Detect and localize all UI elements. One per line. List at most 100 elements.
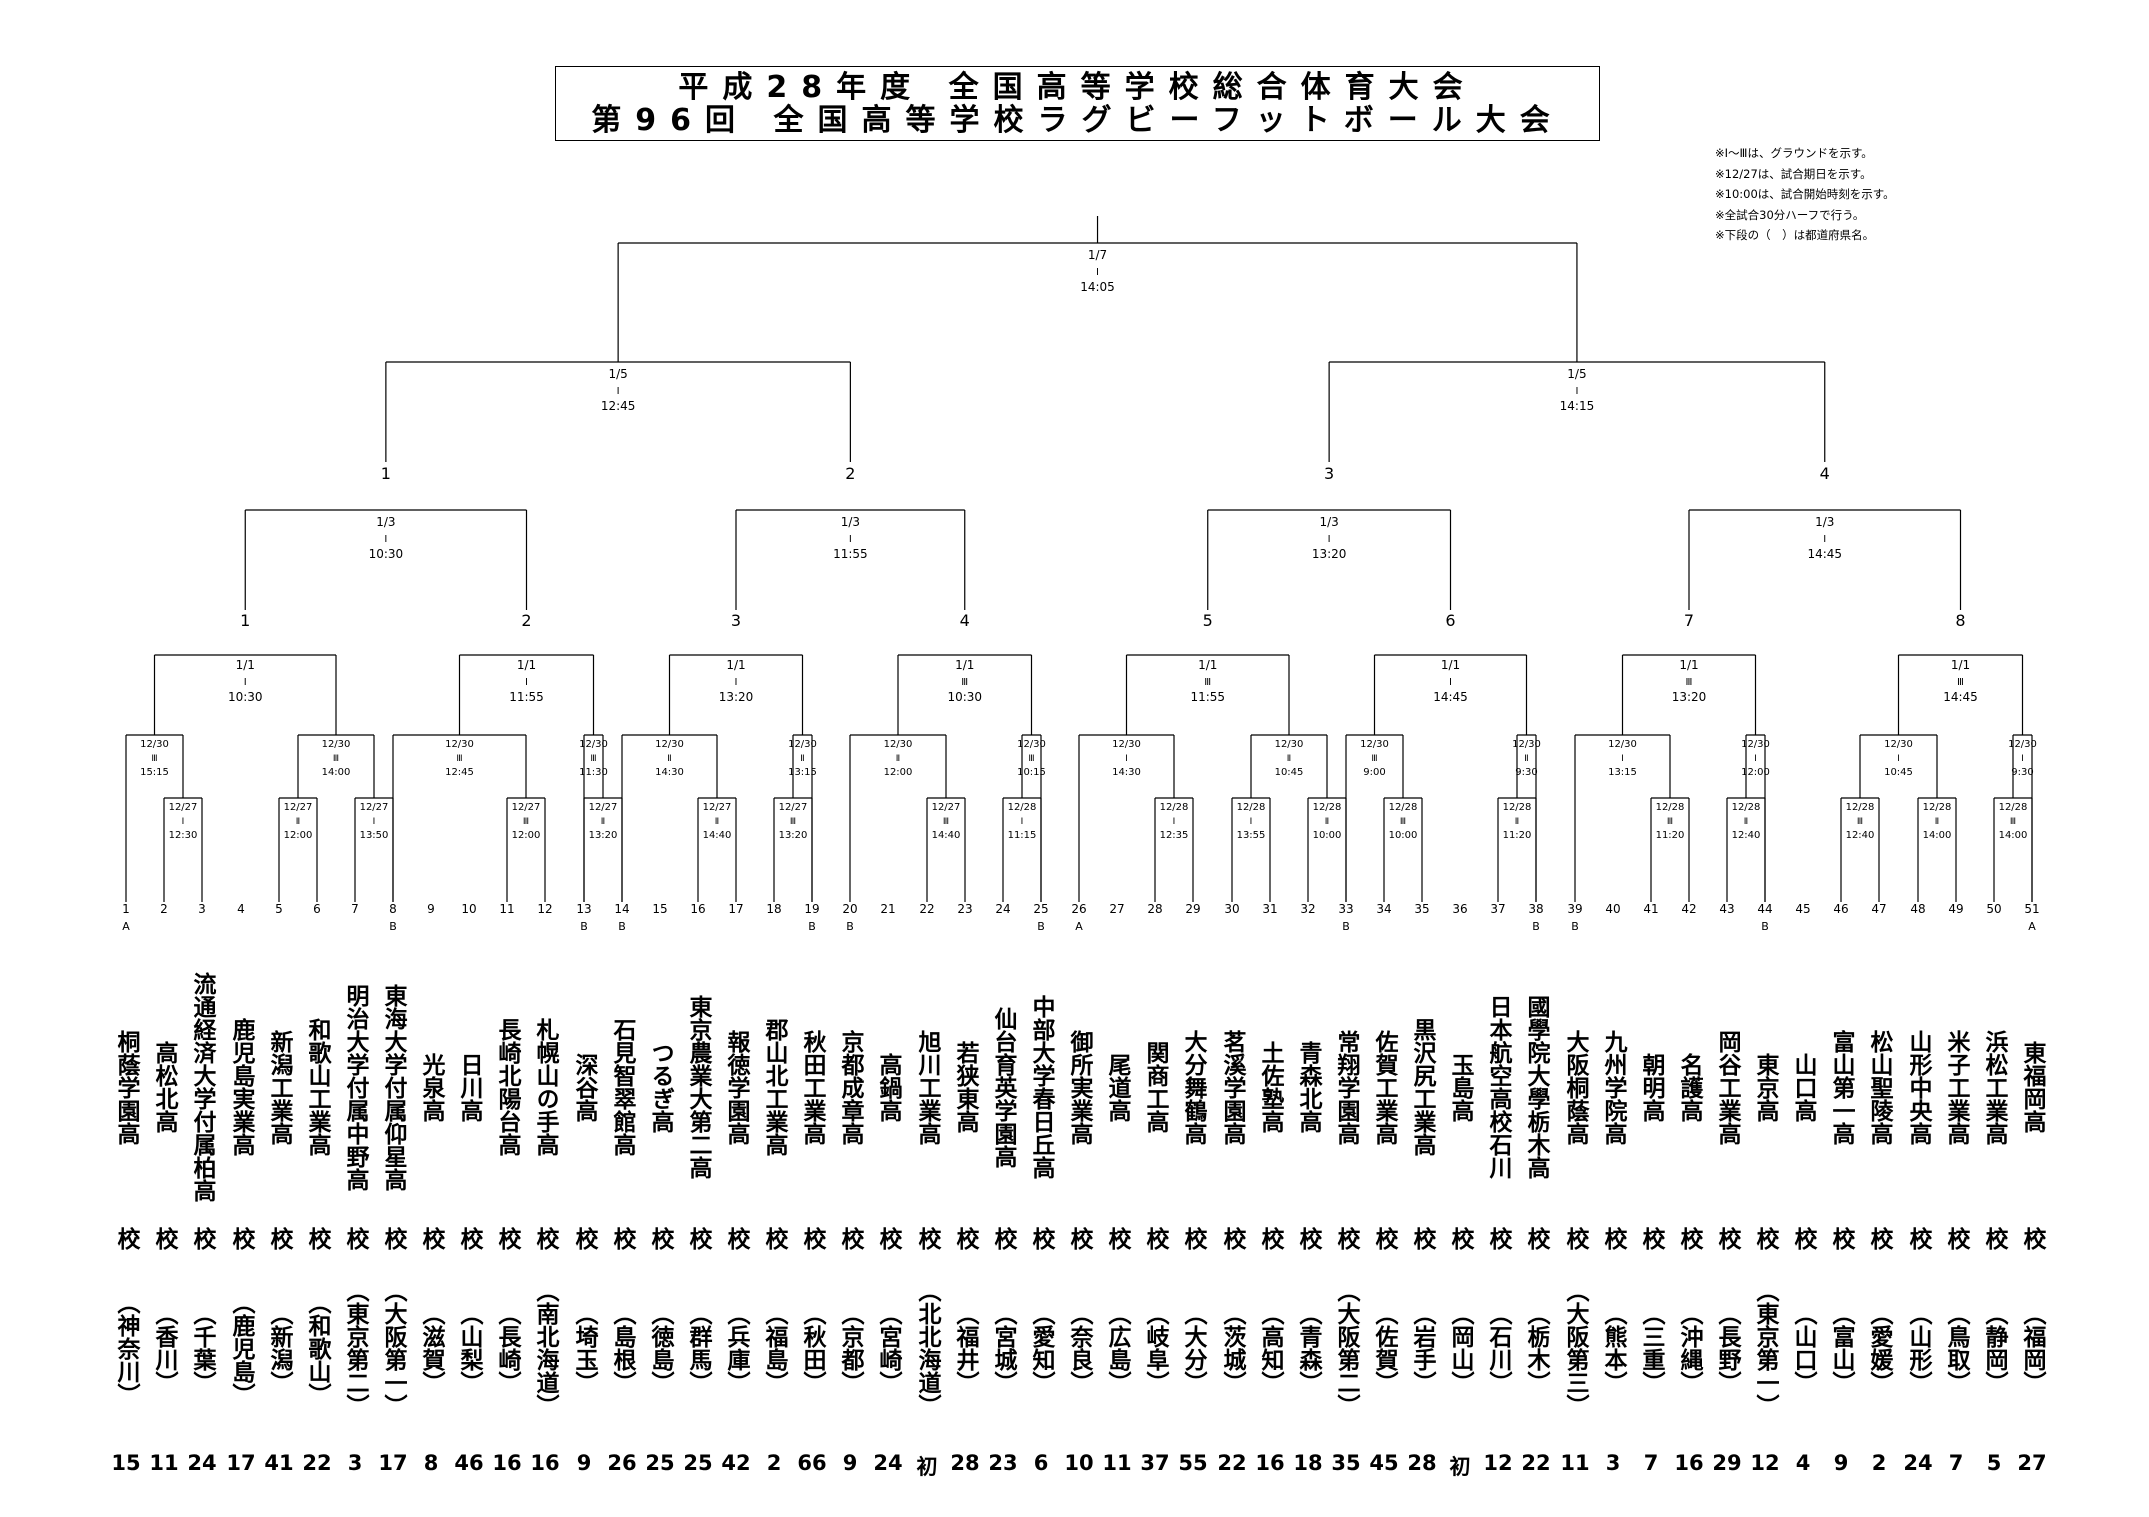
school-suffix: 校 [571, 1226, 597, 1250]
round3-match-time: 14:45 [1943, 690, 1978, 704]
team-number: 2 [160, 902, 168, 916]
round1-match-date: 12/28 [1389, 802, 1418, 813]
round2-match-time: 9:30 [1515, 767, 1537, 778]
team-number: 9 [427, 902, 435, 916]
round2-match-date: 12/30 [655, 739, 684, 750]
team-name: 桐蔭学園高 [113, 1029, 139, 1145]
team-number: 23 [957, 902, 972, 916]
appearance-count: 9 [842, 1451, 858, 1475]
semifinal-slot-label: 2 [845, 464, 855, 483]
quarterfinal-match-time: 14:45 [1807, 547, 1842, 561]
appearance-count: 16 [492, 1451, 522, 1475]
seed-mark: B [389, 920, 397, 933]
team-number: 28 [1147, 902, 1162, 916]
team-name: 山口高 [1790, 1052, 1816, 1122]
appearance-count: 3 [347, 1451, 363, 1475]
school-suffix: 校 [1371, 1226, 1397, 1250]
round2-match-date: 12/30 [579, 739, 608, 750]
prefecture: （岡山） [1447, 1302, 1473, 1394]
notes: ※Ⅰ～Ⅲは、グラウンドを示す。 ※12/27は、試合期日を示す。 ※10:00は… [1715, 143, 1895, 246]
appearance-count: 11 [149, 1451, 179, 1475]
appearance-count: 11 [1102, 1451, 1132, 1475]
seed-mark: B [808, 920, 816, 933]
seed-mark: A [1075, 920, 1083, 933]
round1-match-date: 12/27 [512, 802, 541, 813]
prefecture: （大阪第二） [1333, 1279, 1359, 1417]
appearance-count: 9 [1833, 1451, 1849, 1475]
round1-match-ground: Ⅱ [1325, 817, 1329, 827]
round1-match-time: 13:20 [589, 830, 618, 841]
prefecture: （鳥取） [1943, 1302, 1969, 1394]
quarterfinal-slot-label: 1 [240, 611, 250, 630]
team-number: 16 [690, 902, 705, 916]
team-name: 富山第一高 [1828, 1029, 1854, 1145]
appearance-count: 16 [1674, 1451, 1704, 1475]
round2-match-ground: Ⅱ [1524, 754, 1528, 764]
prefecture: （長崎） [494, 1302, 520, 1394]
school-suffix: 校 [1409, 1226, 1435, 1250]
prefecture: （宮崎） [875, 1302, 901, 1394]
round1-match-time: 12:00 [284, 830, 313, 841]
team-name: 深谷高 [571, 1052, 597, 1122]
prefecture: （栃木） [1523, 1302, 1549, 1394]
round3-match-time: 14:45 [1433, 690, 1468, 704]
team-number: 21 [880, 902, 895, 916]
prefecture: （東京第二） [342, 1279, 368, 1417]
round1-match-date: 12/27 [169, 802, 198, 813]
team-number: 27 [1109, 902, 1124, 916]
school-suffix: 校 [990, 1226, 1016, 1250]
team-name: 佐賀工業高 [1371, 1029, 1397, 1145]
round1-match-ground: Ⅱ [1935, 817, 1939, 827]
prefecture: （埼玉） [571, 1302, 597, 1394]
round3-match-ground: Ⅲ [961, 677, 968, 688]
round1-match-ground: Ⅱ [1515, 817, 1519, 827]
round3-match-date: 1/1 [236, 658, 255, 672]
team-name: つるぎ高 [647, 1041, 673, 1133]
team-name: 鹿児島実業高 [228, 1018, 254, 1156]
appearance-count: 18 [1293, 1451, 1323, 1475]
round2-match-time: 12:00 [884, 767, 913, 778]
team-name: 東福岡高 [2019, 1041, 2045, 1133]
round2-match-ground: Ⅰ [2021, 754, 2024, 764]
quarterfinal-slot-label: 6 [1445, 611, 1455, 630]
school-suffix: 校 [1447, 1226, 1473, 1250]
team-number: 15 [652, 902, 667, 916]
team-name: 和歌山工業高 [304, 1018, 330, 1156]
round1-match-ground: Ⅰ [1250, 817, 1253, 827]
round3-match-time: 11:55 [509, 690, 544, 704]
quarterfinal-slot-label: 5 [1203, 611, 1213, 630]
appearance-count: 27 [2017, 1451, 2047, 1475]
school-suffix: 校 [1066, 1226, 1092, 1250]
round1-match-ground: Ⅰ [373, 817, 376, 827]
team-name: 京都成章高 [837, 1029, 863, 1145]
seed-mark: B [1571, 920, 1579, 933]
appearance-count: 7 [1948, 1451, 1964, 1475]
team-number: 25 [1033, 902, 1048, 916]
appearance-count: 22 [1217, 1451, 1247, 1475]
team-name: 仙台育英学園高 [990, 1006, 1016, 1168]
team-number: 51 [2024, 902, 2039, 916]
quarterfinal-match-date: 1/3 [1319, 515, 1338, 529]
school-suffix: 校 [1828, 1226, 1854, 1250]
quarterfinal-slot-label: 2 [521, 611, 531, 630]
round2-match-ground: Ⅲ [590, 754, 596, 764]
school-suffix: 校 [1219, 1226, 1245, 1250]
round3-match-ground: Ⅲ [1957, 677, 1964, 688]
round3-match-ground: Ⅲ [1204, 677, 1211, 688]
round2-match-date: 12/30 [788, 739, 817, 750]
school-suffix: 校 [113, 1226, 139, 1250]
team-name: 長崎北陽台高 [494, 1018, 520, 1156]
prefecture: （東京第一） [1752, 1279, 1778, 1417]
round2-match-time: 13:15 [788, 767, 817, 778]
round2-match-time: 13:15 [1608, 767, 1637, 778]
final-match-ground: Ⅰ [1096, 267, 1099, 278]
team-number: 46 [1833, 902, 1848, 916]
team-name: 旭川工業高 [914, 1029, 940, 1145]
prefecture: （愛知） [1028, 1302, 1054, 1394]
prefecture: （山形） [1905, 1302, 1931, 1394]
seed-mark: B [618, 920, 626, 933]
school-suffix: 校 [494, 1226, 520, 1250]
team-name: 東京農業大第二高 [685, 995, 711, 1179]
school-suffix: 校 [2019, 1226, 2045, 1250]
round2-match-date: 12/30 [140, 739, 169, 750]
